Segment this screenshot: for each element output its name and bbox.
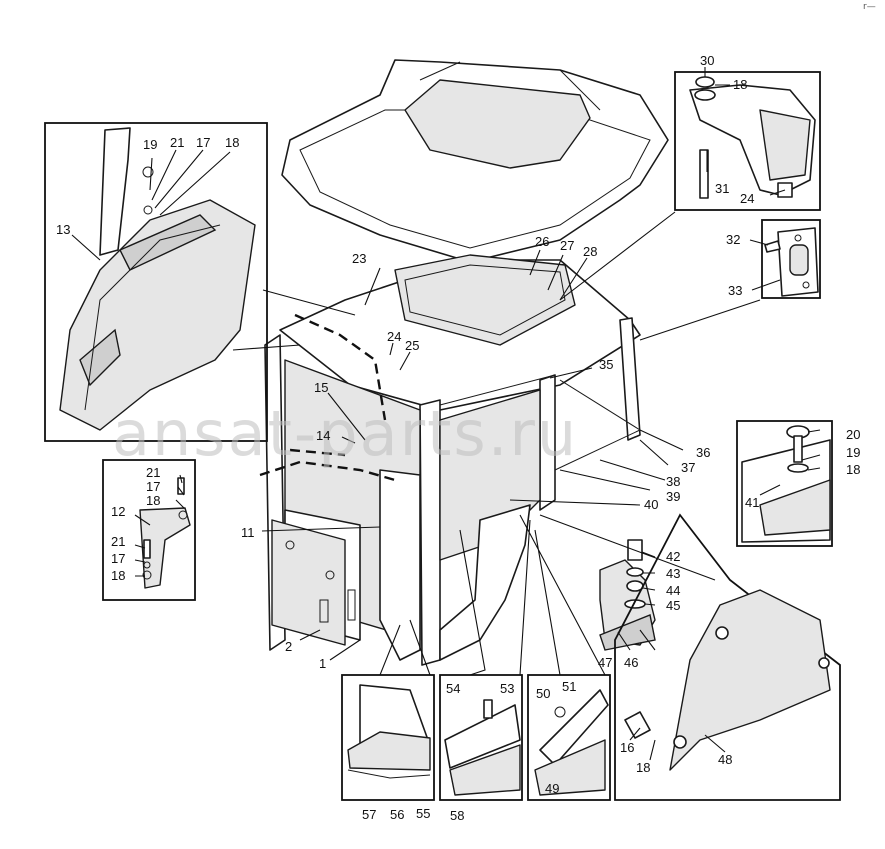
callout-54: 54: [446, 681, 460, 696]
callout-31: 31: [715, 181, 729, 196]
callout-41: 41: [745, 495, 759, 510]
callout-43: 43: [666, 566, 680, 581]
callout-37: 37: [681, 460, 695, 475]
callout-1: 1: [319, 656, 326, 671]
detail-box-53-58: [439, 674, 523, 801]
callout-19: 19: [143, 137, 157, 152]
callout-30: 30: [700, 53, 714, 68]
callout-28: 28: [583, 244, 597, 259]
callout-55: 55: [416, 806, 430, 821]
callout-23: 23: [352, 251, 366, 266]
callout-21: 21: [111, 534, 125, 549]
callout-17: 17: [146, 479, 160, 494]
callout-24: 24: [387, 329, 401, 344]
callout-13: 13: [56, 222, 70, 237]
callout-35: 35: [599, 357, 613, 372]
detail-box-48: [614, 513, 841, 801]
callout-16: 16: [620, 740, 634, 755]
detail-box-33: [761, 219, 821, 299]
callout-58: 58: [450, 808, 464, 823]
callout-20: 20: [846, 427, 860, 442]
callout-17: 17: [196, 135, 210, 150]
watermark-text: ansat-parts.ru: [112, 397, 578, 470]
callout-32: 32: [726, 232, 740, 247]
callout-18: 18: [146, 493, 160, 508]
leader-lines: [71, 67, 821, 761]
callout-48: 48: [718, 752, 732, 767]
callout-46: 46: [624, 655, 638, 670]
callout-42: 42: [666, 549, 680, 564]
callout-53: 53: [500, 681, 514, 696]
callout-25: 25: [405, 338, 419, 353]
cab-roof: [281, 59, 669, 263]
callout-18: 18: [225, 135, 239, 150]
callout-44: 44: [666, 583, 680, 598]
callout-21: 21: [146, 465, 160, 480]
callout-24: 24: [740, 191, 754, 206]
detail-group-42-47: [599, 539, 656, 651]
callout-49: 49: [545, 781, 559, 796]
detail-box-12: [102, 459, 196, 601]
callout-27: 27: [560, 238, 574, 253]
callout-17: 17: [111, 551, 125, 566]
callout-51: 51: [562, 679, 576, 694]
dashed-cable-routes: [259, 313, 396, 482]
callout-18: 18: [846, 462, 860, 477]
detail-box-41: [736, 420, 833, 547]
detail-box-13: [44, 122, 268, 442]
callout-56: 56: [390, 807, 404, 822]
corner-mark: r—: [863, 2, 876, 12]
detail-box-30: [674, 71, 821, 211]
callout-50: 50: [536, 686, 550, 701]
callout-45: 45: [666, 598, 680, 613]
callout-38: 38: [666, 474, 680, 489]
door-panel: [271, 509, 361, 646]
callout-33: 33: [728, 283, 742, 298]
callout-26: 26: [535, 234, 549, 249]
callout-labels: 30 18 31 24 32 33 19 21 17 18 13 23 26 2…: [56, 53, 860, 823]
callout-40: 40: [644, 497, 658, 512]
callout-57: 57: [362, 807, 376, 822]
callout-19: 19: [846, 445, 860, 460]
callout-11: 11: [241, 525, 255, 540]
callout-39: 39: [666, 489, 680, 504]
callout-36: 36: [696, 445, 710, 460]
detail-box-55-57: [341, 674, 435, 801]
callout-12: 12: [111, 504, 125, 519]
callout-47: 47: [598, 655, 612, 670]
detail-box-49-51: [527, 674, 611, 801]
callout-21: 21: [170, 135, 184, 150]
callout-2: 2: [285, 639, 292, 654]
callout-18: 18: [636, 760, 650, 775]
callout-15: 15: [314, 380, 328, 395]
callout-18: 18: [111, 568, 125, 583]
callout-14: 14: [316, 428, 330, 443]
callout-18: 18: [733, 77, 747, 92]
